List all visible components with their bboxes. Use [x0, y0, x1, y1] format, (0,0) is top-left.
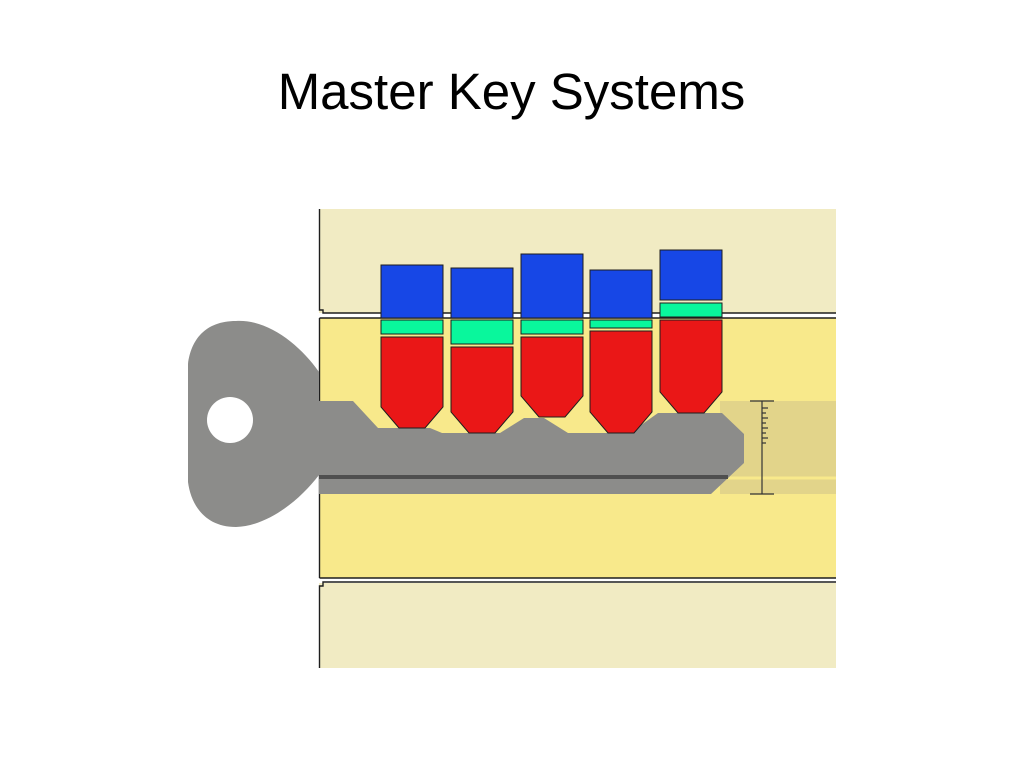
housing-outline-lower: [318, 577, 836, 668]
master-wafer-4: [589, 319, 653, 329]
master-wafer-5: [659, 302, 723, 318]
top-pin-4: [589, 269, 653, 319]
top-pin-1: [380, 264, 444, 319]
pin-stack-4: [589, 269, 653, 434]
top-pin-2: [450, 267, 514, 319]
master-wafer-2: [450, 319, 514, 345]
master-wafer-3: [520, 319, 584, 335]
bottom-pin-2: [450, 346, 514, 434]
key-hole: [207, 397, 253, 443]
top-pin-5: [659, 249, 723, 301]
bottom-pin-4: [589, 330, 653, 434]
pin-stack-5: [659, 249, 723, 414]
key-blade: [319, 401, 744, 494]
bottom-pin-1: [380, 336, 444, 429]
key: [188, 320, 744, 527]
key-bow: [188, 320, 319, 527]
pin-stack-1: [380, 264, 444, 429]
pin-stack-3: [520, 253, 584, 418]
master-wafer-1: [380, 319, 444, 335]
pin-stack-2: [450, 267, 514, 434]
bottom-pin-3: [520, 336, 584, 418]
top-pin-3: [520, 253, 584, 319]
housing-lower: [319, 583, 836, 668]
measurement-gauge: [750, 400, 774, 495]
bottom-pin-5: [659, 319, 723, 414]
slide-title: Master Key Systems: [277, 63, 746, 120]
